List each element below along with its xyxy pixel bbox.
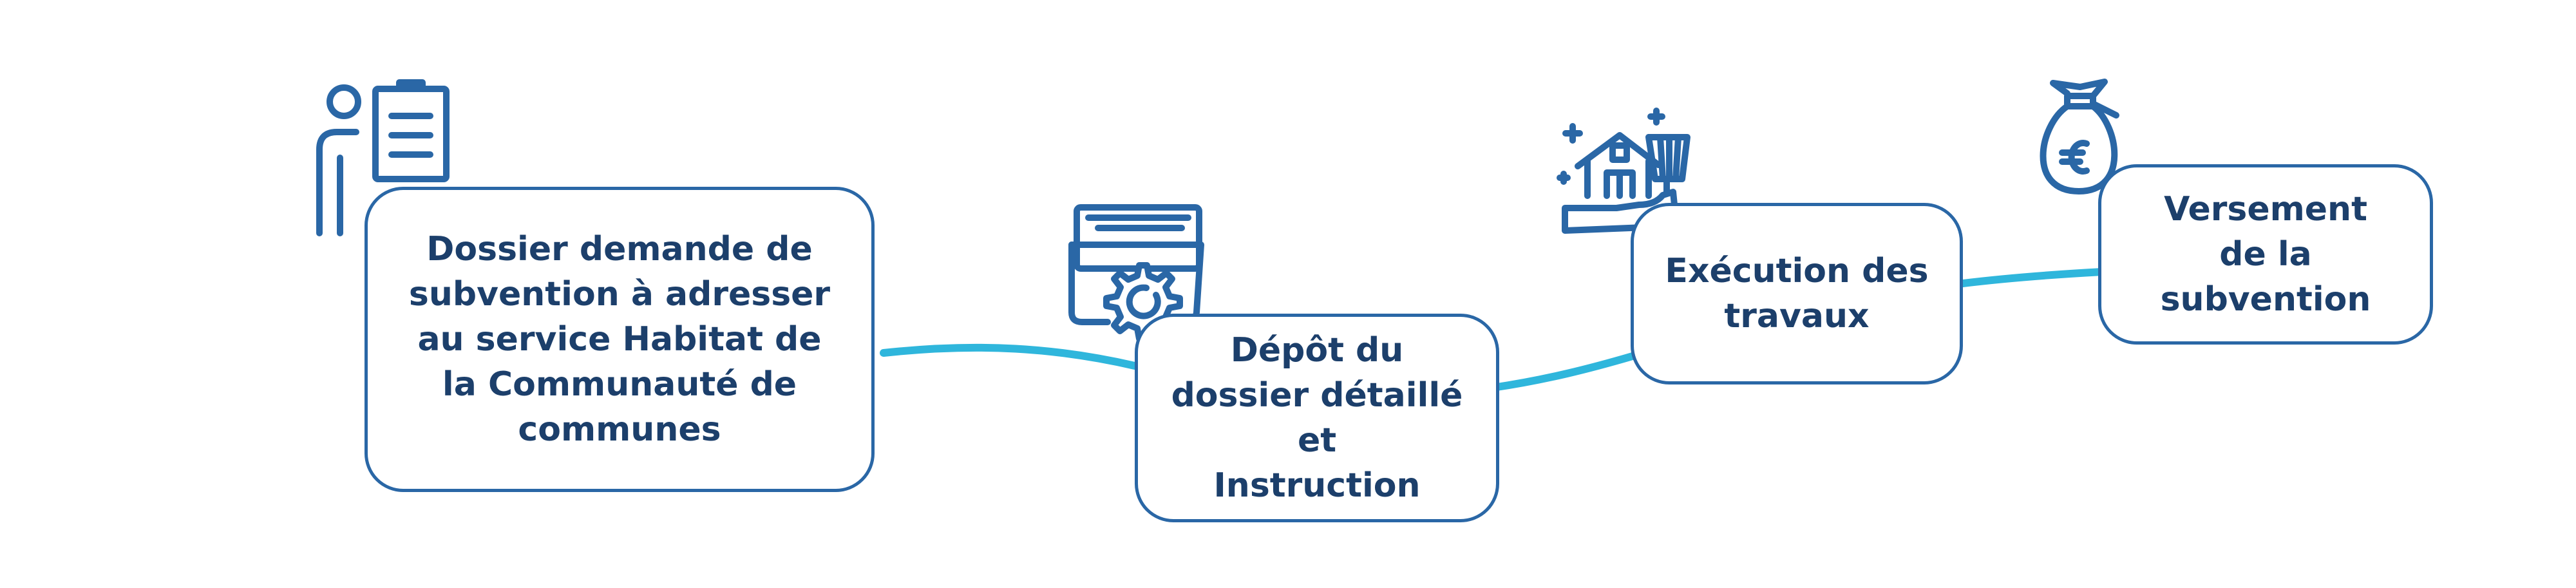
step-box-3: Exécution des travaux (1631, 203, 1963, 384)
step-label-1: Dossier demande de subvention à adresser… (408, 230, 831, 449)
step-label-3: Exécution des travaux (1665, 252, 1929, 336)
step-label-4: Versement de la subvention (2160, 190, 2371, 319)
connector-1-2 (880, 343, 1139, 370)
step-label-2: Dépôt du dossier détaillé et Instruction (1171, 331, 1463, 505)
step-box-1: Dossier demande de subvention à adresser… (365, 187, 875, 492)
connector-2-3 (1489, 352, 1636, 392)
house-cleaning-icon (1557, 108, 1690, 234)
connector-3-4 (1959, 268, 2107, 287)
euro-money-bag-icon (2040, 79, 2119, 194)
step-box-4: Versement de la subvention (2098, 164, 2433, 345)
person-clipboard-icon (316, 79, 450, 236)
step-box-2: Dépôt du dossier détaillé et Instruction (1135, 314, 1499, 522)
